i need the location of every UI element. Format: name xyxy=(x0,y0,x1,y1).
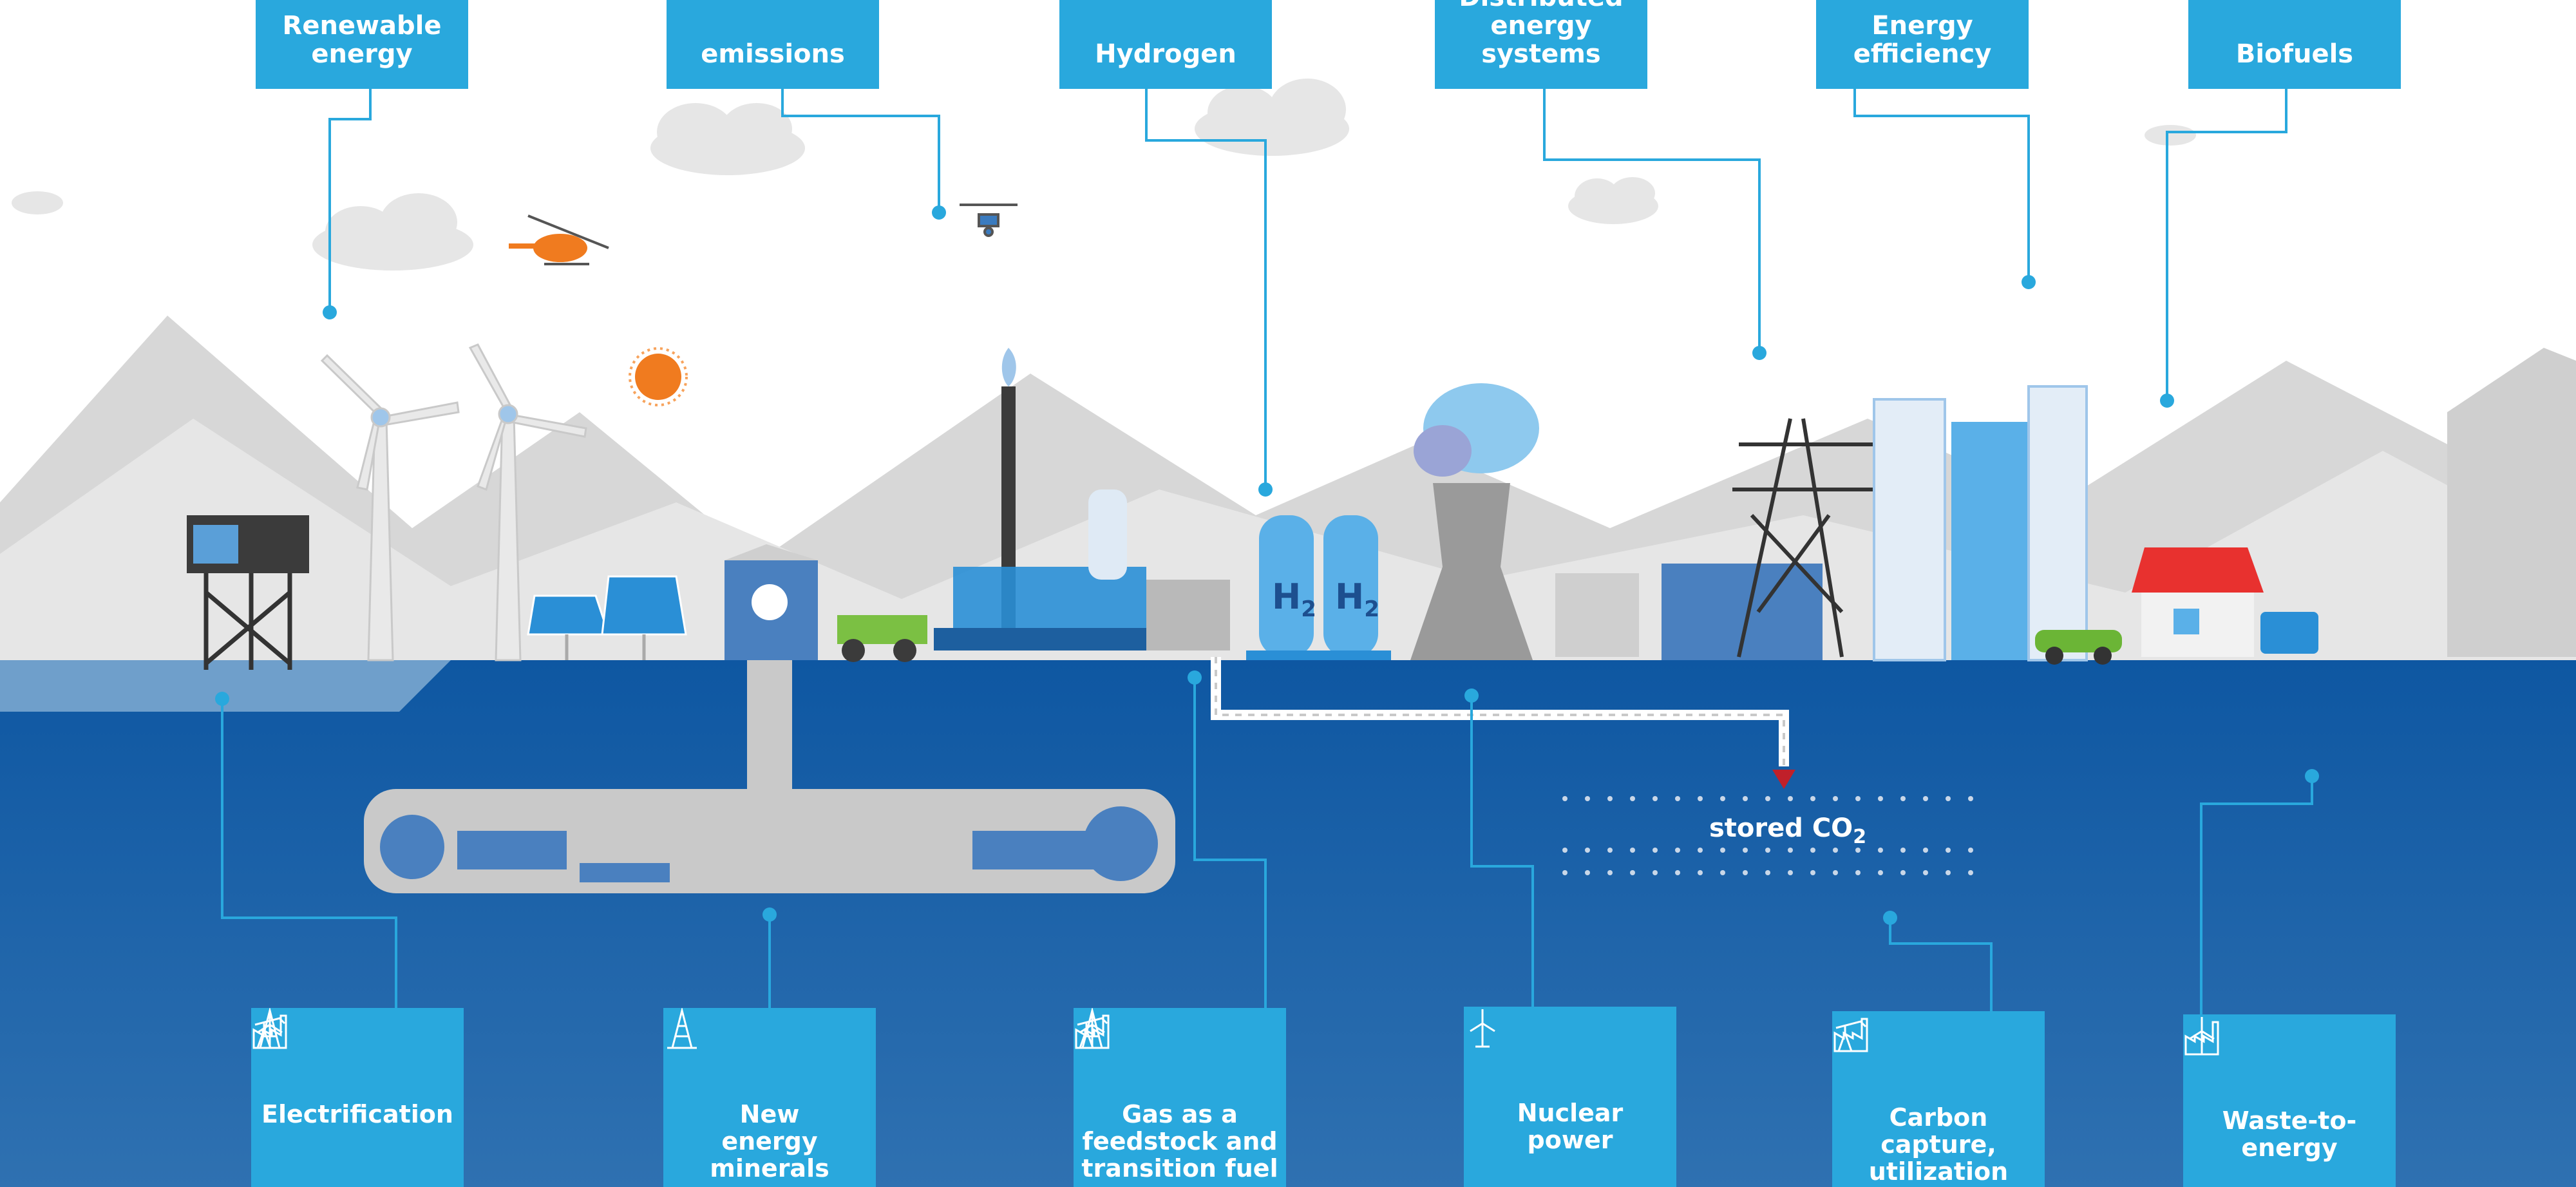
gas-refinery xyxy=(934,348,1230,650)
label-biofuels: Biofuels xyxy=(2188,0,2401,89)
label-text: Hydrogen xyxy=(1095,39,1236,69)
drone-icon xyxy=(960,204,1018,237)
connector-dots-bottom xyxy=(215,670,2319,925)
oil-rig-icon xyxy=(667,1008,788,1075)
label-nuclear-power: Nuclear power xyxy=(1464,1007,1676,1187)
house xyxy=(2132,547,2318,657)
label-text: Electrification xyxy=(261,1100,453,1128)
co2-subscript: 2 xyxy=(1853,826,1867,848)
sector-icons xyxy=(2184,1017,2334,1081)
label-text: Biofuels xyxy=(2235,39,2354,69)
sun-icon xyxy=(629,347,688,406)
hydrogen-subscript: 2 xyxy=(1364,596,1379,622)
wind-turbine-icon xyxy=(1470,1009,1589,1074)
cooling-tower xyxy=(1410,383,1539,660)
connector-dots-top xyxy=(323,205,2174,497)
offshore-platform xyxy=(187,515,309,670)
label-text: Distributed energy systems xyxy=(1459,0,1623,69)
oil-pump-icon xyxy=(1835,1020,1931,1078)
label-new-energy-minerals: New energy minerals xyxy=(663,1008,876,1187)
mine-tunnel xyxy=(364,660,1175,893)
co2-pipe xyxy=(1211,657,1795,789)
label-emissions: emissions xyxy=(667,0,879,89)
co2-storage-dots xyxy=(1562,796,1973,875)
hydrogen-symbol: H xyxy=(1335,576,1365,617)
label-hydrogen: Hydrogen xyxy=(1059,0,1272,89)
stored-co2-text: stored CO xyxy=(1709,813,1853,843)
label-renewable-energy: Renewable energy xyxy=(256,0,468,89)
label-carbon-capture: Carbon capture, utilization and storage xyxy=(1832,1011,2045,1187)
label-energy-efficiency: Energy efficiency xyxy=(1816,0,2029,89)
oil-rig-icon xyxy=(1077,1008,1224,1075)
city-buildings xyxy=(1873,385,2088,661)
label-text: Waste-to- energy xyxy=(2222,1106,2357,1162)
label-text: emissions xyxy=(701,39,845,69)
wind-turbine-icon xyxy=(2189,1017,2282,1081)
hydrogen-symbol: H xyxy=(1272,576,1302,617)
sector-icons xyxy=(1470,1009,1589,1074)
oil-rig-icon xyxy=(255,1008,402,1075)
label-text: Carbon capture, utilization and storage xyxy=(1855,1103,2021,1187)
label-text: Gas as a feedstock and transition fuel xyxy=(1081,1100,1278,1182)
hydrogen-tanks xyxy=(1246,515,1391,660)
water xyxy=(0,660,451,712)
hydrogen-tank-label: H2 xyxy=(1272,576,1316,622)
mining-truck xyxy=(837,615,927,662)
label-text: Renewable energy xyxy=(282,11,442,69)
label-waste-to-energy: Waste-to- energy xyxy=(2183,1014,2396,1187)
substation xyxy=(1555,418,1880,660)
label-text: Nuclear power xyxy=(1517,1099,1624,1154)
label-text: New energy minerals xyxy=(710,1100,829,1182)
factory-icon xyxy=(1075,1014,1173,1075)
wind-turbine-icon xyxy=(257,1011,453,1075)
connector-lines-top xyxy=(328,89,2287,489)
factory-icon xyxy=(2184,1021,2334,1081)
sector-icons xyxy=(1075,1008,1276,1075)
mine-headframe xyxy=(724,544,818,660)
label-electrification: Electrification xyxy=(251,1008,464,1187)
hydrogen-subscript: 2 xyxy=(1301,596,1316,622)
label-distributed-energy-systems: Distributed energy systems xyxy=(1435,0,1647,89)
factory-icon xyxy=(1833,1018,1983,1078)
wind-turbine-icon xyxy=(1079,1011,1276,1075)
sector-icons xyxy=(252,1008,453,1075)
factory-icon xyxy=(252,1014,350,1075)
solar-panels xyxy=(527,575,687,660)
clouds xyxy=(12,79,2196,271)
hydrogen-tank-label: H2 xyxy=(1335,576,1379,622)
sector-icons xyxy=(667,1008,788,1075)
label-text: Energy efficiency xyxy=(1853,11,1992,69)
helicopter-icon xyxy=(509,214,609,265)
connector-lines-bottom xyxy=(221,678,2313,1014)
car xyxy=(2035,630,2122,665)
sector-icons xyxy=(1833,1018,1983,1078)
wind-turbines xyxy=(320,343,587,661)
label-gas-transition-fuel: Gas as a feedstock and transition fuel xyxy=(1074,1008,1286,1187)
stored-co2-label: stored CO2 xyxy=(1709,813,1866,853)
